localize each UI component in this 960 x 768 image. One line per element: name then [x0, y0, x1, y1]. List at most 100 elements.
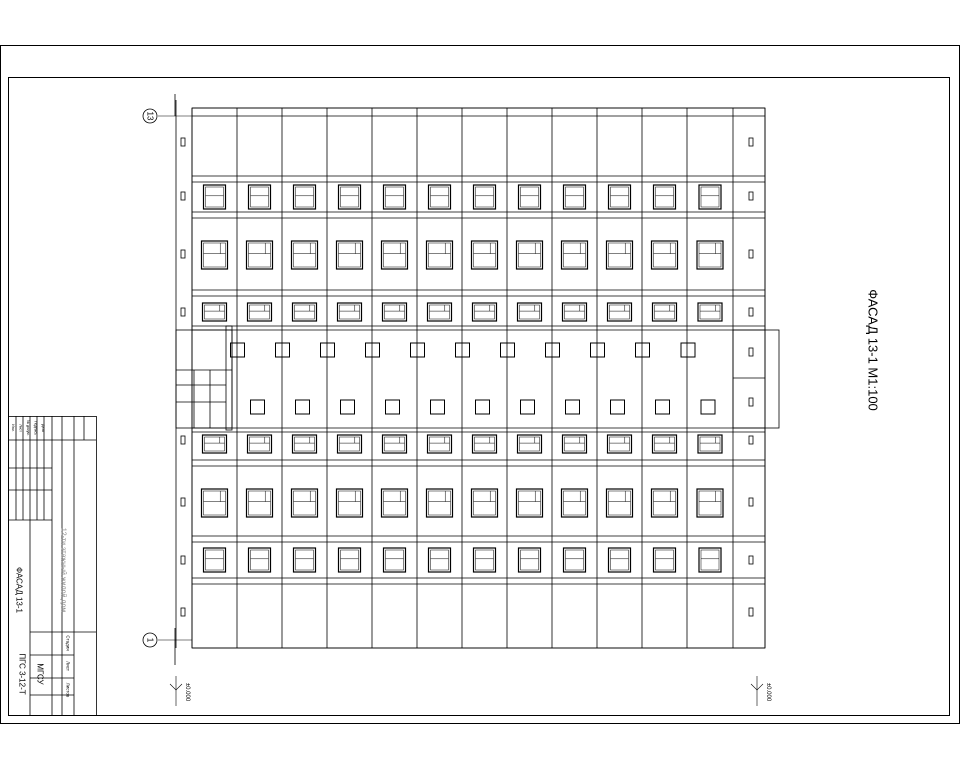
window-frame: [385, 186, 404, 208]
window-frame: [294, 436, 315, 452]
vent-right: [748, 397, 754, 407]
window: [698, 547, 722, 573]
title-block-sheets: Листов: [66, 683, 71, 698]
stair-window: [295, 399, 310, 415]
window: [425, 240, 454, 270]
window-frame: [610, 549, 629, 571]
window-frame: [203, 242, 226, 268]
window-frame: [518, 242, 541, 268]
window: [336, 434, 363, 454]
window-frame: [384, 436, 405, 452]
window: [200, 488, 229, 518]
window-frame: [204, 436, 225, 452]
window-frame: [340, 186, 359, 208]
window: [290, 488, 319, 518]
window-frame: [653, 242, 676, 268]
window-frame: [563, 490, 586, 516]
stair-window: [635, 342, 650, 358]
window-frame: [429, 436, 450, 452]
title-block-row-label: Изм.: [11, 424, 15, 432]
window: [470, 488, 499, 518]
stair-window: [340, 399, 355, 415]
vent-left: [180, 607, 186, 617]
window-frame: [698, 242, 722, 268]
window: [562, 547, 587, 573]
drawing-title: ФАСАД 13-1 М1:100: [866, 289, 881, 411]
window-frame: [609, 436, 630, 452]
window: [472, 547, 497, 573]
window-frame: [700, 186, 720, 208]
title-block-project: 12-ти этажный жилой дом: [60, 528, 68, 613]
window: [335, 240, 364, 270]
stair-window: [590, 342, 605, 358]
window-frame: [698, 490, 722, 516]
stair-window: [455, 342, 470, 358]
right-annex: [732, 329, 780, 429]
window-frame: [474, 304, 495, 320]
window-frame: [249, 436, 270, 452]
window-frame: [429, 304, 450, 320]
window-frame: [520, 549, 539, 571]
window: [245, 240, 274, 270]
window-frame: [654, 436, 675, 452]
window-frame: [564, 436, 585, 452]
window: [516, 302, 543, 322]
stair-window: [365, 342, 380, 358]
window: [697, 302, 723, 322]
window: [380, 488, 409, 518]
window-frame: [699, 304, 721, 320]
axis-marker-top: 13: [142, 94, 192, 124]
window: [292, 547, 317, 573]
window-frame: [295, 186, 314, 208]
window-frame: [248, 242, 271, 268]
title-block-row-label: Лист: [19, 424, 23, 432]
vent-right: [748, 249, 754, 259]
vent-right: [748, 307, 754, 317]
window: [561, 302, 588, 322]
window: [247, 547, 272, 573]
window-frame: [609, 304, 630, 320]
window: [470, 240, 499, 270]
vent-left: [180, 307, 186, 317]
window-frame: [339, 304, 360, 320]
window-frame: [430, 549, 449, 571]
window: [335, 488, 364, 518]
window: [246, 302, 273, 322]
window-frame: [293, 242, 316, 268]
window-frame: [428, 490, 451, 516]
window: [471, 434, 498, 454]
window: [606, 434, 633, 454]
stair-window: [500, 342, 515, 358]
window: [650, 240, 679, 270]
window: [605, 488, 634, 518]
window-frame: [608, 490, 631, 516]
vent-left: [180, 497, 186, 507]
drawing-frame: [8, 77, 950, 716]
window: [652, 184, 677, 210]
stair-window: [520, 399, 535, 415]
vent-right: [748, 555, 754, 565]
building-facade: [175, 100, 780, 649]
window: [561, 434, 588, 454]
axis-label-bottom: 1: [146, 638, 155, 643]
stair-window: [655, 399, 670, 415]
window: [291, 434, 318, 454]
title-block-sheet: Лист: [66, 661, 71, 671]
window: [562, 184, 587, 210]
window-frame: [699, 436, 721, 452]
window: [652, 547, 677, 573]
title-block-stage: Стадия: [66, 635, 71, 651]
window-frame: [565, 186, 584, 208]
window-frame: [474, 436, 495, 452]
level-text-left: ±0.000: [184, 683, 190, 702]
vent-right: [748, 347, 754, 357]
window-frame: [293, 490, 316, 516]
stair-window: [230, 342, 245, 358]
window-frame: [475, 549, 494, 571]
window-frame: [428, 242, 451, 268]
window-frame: [564, 304, 585, 320]
window-frame: [473, 490, 496, 516]
window: [560, 240, 589, 270]
